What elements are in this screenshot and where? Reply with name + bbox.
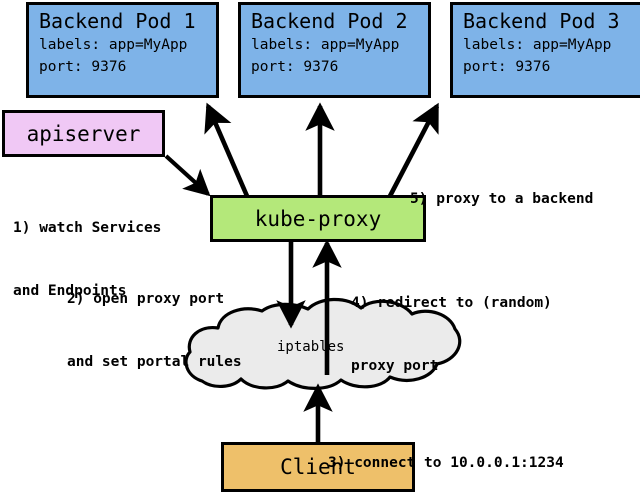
step-5-line-1: 5) proxy to a backend <box>410 191 594 207</box>
backend-pod-3-port: port: 9376 <box>463 59 551 75</box>
backend-pod-1-title: Backend Pod 1 <box>39 9 196 33</box>
apiserver-box: apiserver <box>2 110 165 157</box>
backend-pod-1-box: Backend Pod 1 labels: app=MyApp port: 93… <box>26 2 219 98</box>
step-5-label: 5) proxy to a backend <box>410 147 593 252</box>
iptables-cloud <box>184 297 462 390</box>
arrow-kubeproxy-to-pod3 <box>387 102 440 198</box>
backend-pod-2-box: Backend Pod 2 labels: app=MyApp port: 93… <box>238 2 431 98</box>
backend-pod-2-title: Backend Pod 2 <box>251 9 408 33</box>
step-2-line-1: 2) open proxy port <box>67 291 225 307</box>
backend-pod-3-box: Backend Pod 3 labels: app=MyApp port: 93… <box>450 2 640 98</box>
backend-pod-3-title: Backend Pod 3 <box>463 9 620 33</box>
backend-pod-1-labels: labels: app=MyApp <box>39 37 188 53</box>
arrow-kubeproxy-to-pod1 <box>204 102 250 197</box>
backend-pod-3-labels: labels: app=MyApp <box>463 37 612 53</box>
apiserver-label: apiserver <box>26 121 141 146</box>
step-4-line-1: 4) redirect to (random) <box>351 295 552 311</box>
step-1-label: 1) watch Services and Endpoints <box>13 176 161 344</box>
iptables-label: iptables <box>277 339 345 355</box>
client-label: Client <box>280 455 356 479</box>
backend-pod-2-port: port: 9376 <box>251 59 339 75</box>
kube-proxy-label: kube-proxy <box>254 206 382 231</box>
kube-proxy-box: kube-proxy <box>210 195 426 242</box>
arrow-apiserver-to-kubeproxy <box>164 154 211 197</box>
step-3-label: 3) connect to 10.0.0.1:1234 <box>328 411 564 494</box>
client-box: Client <box>221 442 415 492</box>
backend-pod-1-port: port: 9376 <box>39 59 127 75</box>
step-3-line-1: 3) connect to 10.0.0.1:1234 <box>328 455 564 471</box>
step-2-label: 2) open proxy port and set portal rules <box>67 247 242 415</box>
step-4-line-2: proxy port <box>351 358 439 374</box>
step-4-label: 4) redirect to (random) proxy port <box>351 251 552 419</box>
step-1-line-2: and Endpoints <box>13 283 127 299</box>
backend-pod-2-labels: labels: app=MyApp <box>251 37 400 53</box>
step-2-line-2: and set portal rules <box>67 354 242 370</box>
step-1-line-1: 1) watch Services <box>13 220 162 236</box>
